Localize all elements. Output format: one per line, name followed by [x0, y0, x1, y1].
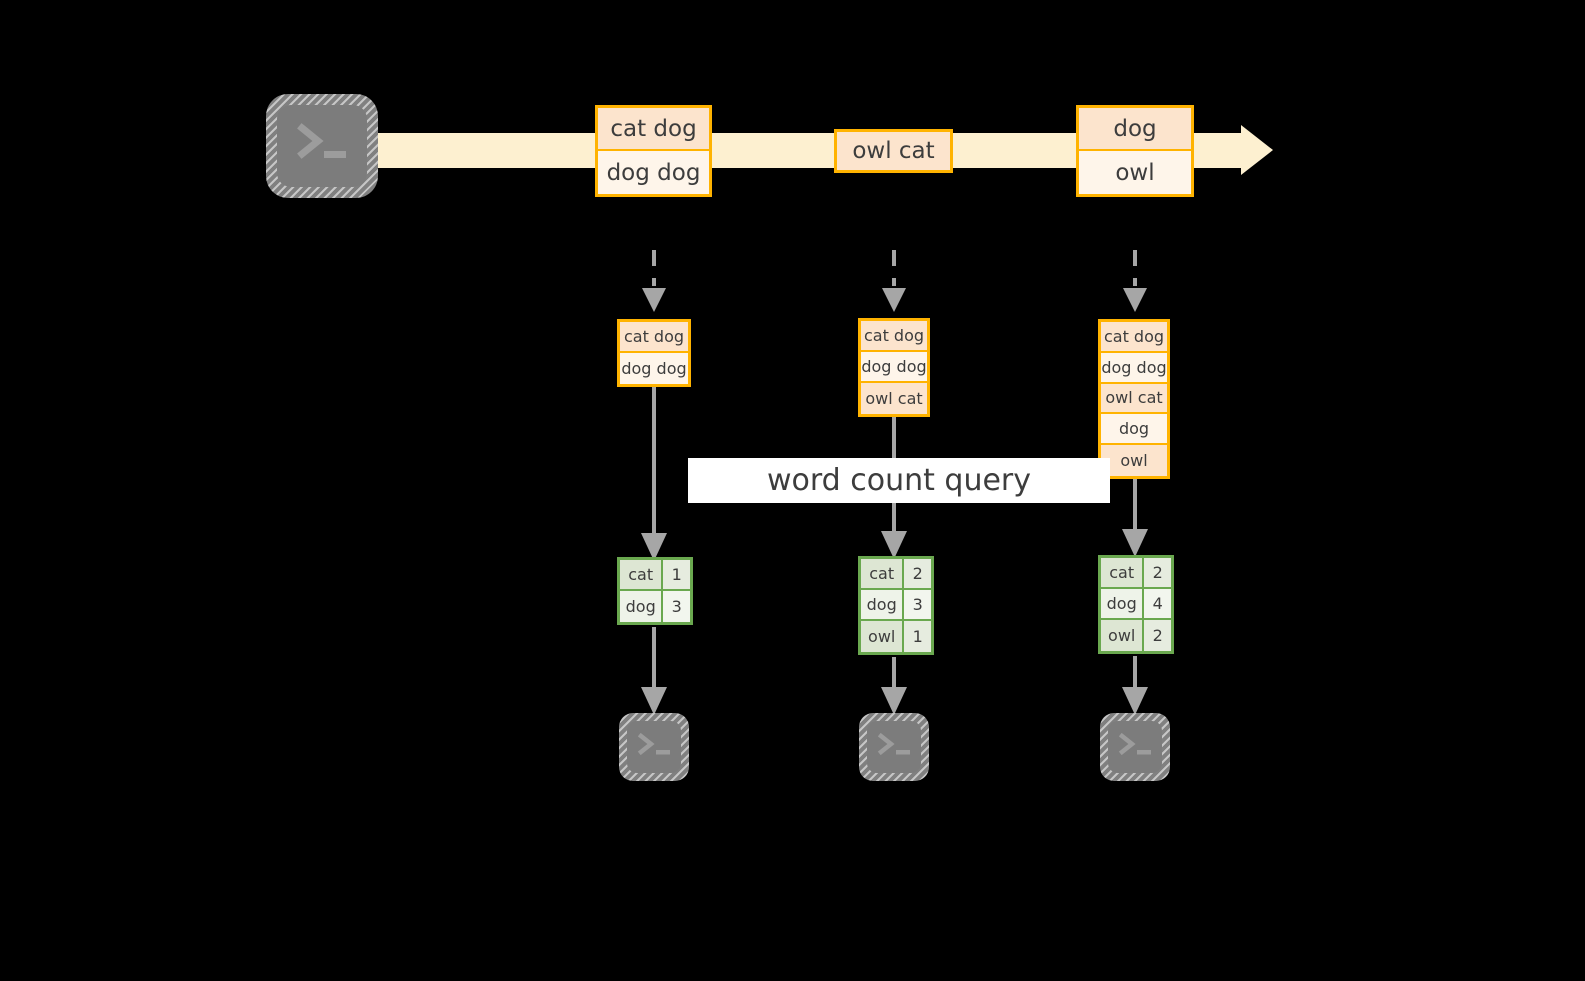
terminal-body	[277, 105, 367, 187]
table-row: owl 1	[861, 621, 931, 652]
query-connectors	[641, 387, 1148, 561]
terminal-prompt-glyph	[297, 123, 346, 159]
table-row: dog 4	[1101, 589, 1171, 620]
stream-batch-3-line-1: dog	[1079, 108, 1191, 152]
snapshot-3-word-1: cat	[1101, 558, 1145, 587]
terminal-body	[627, 721, 681, 773]
query-label: word count query	[688, 458, 1110, 503]
snapshot-3-input-line-4: dog	[1101, 414, 1167, 446]
snapshot-2-count-table: cat 2 dog 3 owl 1	[858, 556, 934, 655]
snapshot-3-count-table: cat 2 dog 4 owl 2	[1098, 555, 1174, 654]
snapshot-3-count-3: 2	[1144, 620, 1171, 651]
table-row: cat 1	[620, 560, 690, 591]
snapshot-2-input-line-2: dog dog	[861, 352, 927, 383]
stream-timeline-arrowhead	[1241, 125, 1273, 175]
terminal-prompt-glyph	[1118, 732, 1151, 756]
snapshot-2-count-1: 2	[904, 559, 931, 588]
snapshot-3-word-3: owl	[1101, 620, 1145, 651]
snapshot-1-count-2: 3	[663, 591, 690, 622]
snapshot-3-sink-terminal-icon	[1100, 713, 1170, 781]
snapshot-2-input-line-3: owl cat	[861, 383, 927, 414]
sink-connectors	[641, 627, 1148, 715]
snapshot-3-input-line-2: dog dog	[1101, 352, 1167, 384]
stream-batch-2-line-1: owl cat	[837, 132, 950, 170]
snapshot-3-input-line-3: owl cat	[1101, 383, 1167, 415]
snapshot-1-input-line-1: cat dog	[620, 322, 688, 353]
table-row: dog 3	[620, 591, 690, 622]
terminal-body	[867, 721, 921, 773]
stream-batch-3-line-2: owl	[1079, 151, 1191, 194]
snapshot-3-input-stack: cat dog dog dog owl cat dog owl	[1098, 319, 1170, 479]
table-row: cat 2	[1101, 558, 1171, 589]
snapshot-1-sink-terminal-icon	[619, 713, 689, 781]
table-row: cat 2	[861, 559, 931, 590]
snapshot-2-word-3: owl	[861, 621, 905, 652]
snapshot-2-input-line-1: cat dog	[861, 321, 927, 352]
stream-batch-2: owl cat	[834, 129, 953, 173]
stream-batch-1-line-2: dog dog	[598, 151, 709, 194]
terminal-prompt-glyph	[637, 732, 670, 756]
snapshot-3-input-line-1: cat dog	[1101, 322, 1167, 353]
snapshot-1-input-line-2: dog dog	[620, 353, 688, 384]
table-row: owl 2	[1101, 620, 1171, 651]
snapshot-1-count-1: 1	[663, 560, 690, 589]
snapshot-2-input-stack: cat dog dog dog owl cat	[858, 318, 930, 417]
snapshot-3-count-2: 4	[1144, 589, 1171, 618]
snapshot-dashed-connectors	[642, 250, 1147, 312]
snapshot-3-count-1: 2	[1144, 558, 1171, 587]
snapshot-1-count-table: cat 1 dog 3	[617, 557, 693, 625]
snapshot-2-count-3: 1	[904, 621, 931, 652]
source-terminal-icon	[266, 94, 378, 198]
stream-batch-1-line-1: cat dog	[598, 108, 709, 152]
snapshot-2-sink-terminal-icon	[859, 713, 929, 781]
snapshot-1-input-stack: cat dog dog dog	[617, 319, 691, 387]
stream-batch-1: cat dog dog dog	[595, 105, 712, 197]
snapshot-2-word-2: dog	[861, 590, 905, 619]
snapshot-3-input-line-5: owl	[1101, 445, 1167, 476]
snapshot-1-word-2: dog	[620, 591, 664, 622]
table-row: dog 3	[861, 590, 931, 621]
snapshot-1-word-1: cat	[620, 560, 664, 589]
terminal-body	[1108, 721, 1162, 773]
stream-batch-3: dog owl	[1076, 105, 1194, 197]
snapshot-2-word-1: cat	[861, 559, 905, 588]
snapshot-2-count-2: 3	[904, 590, 931, 619]
terminal-prompt-glyph	[877, 732, 910, 756]
snapshot-3-word-2: dog	[1101, 589, 1145, 618]
